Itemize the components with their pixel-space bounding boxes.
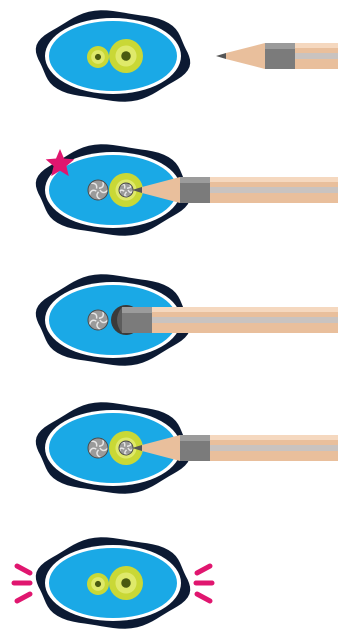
pencil-stripe (150, 317, 338, 323)
step-3 (36, 274, 338, 365)
pencil-lead (216, 53, 226, 59)
small-hole-center (95, 581, 101, 587)
large-hole-center (121, 578, 131, 588)
pencil-ferrule-shine (180, 177, 210, 183)
large-hole-center (121, 51, 131, 61)
pencil-ferrule-shine (122, 307, 152, 313)
burst-line (17, 566, 30, 573)
pencil-ferrule-shine (265, 43, 295, 49)
pencil-stripe (208, 445, 338, 451)
step-4 (36, 402, 338, 493)
step-2 (36, 144, 338, 235)
burst-line (197, 566, 210, 573)
pencil-stripe (293, 53, 338, 59)
pencil-highlight (293, 43, 338, 48)
burst-line (197, 594, 210, 601)
pencil-ferrule-shine (180, 435, 210, 441)
burst-line (17, 594, 30, 601)
step-5 (14, 537, 212, 628)
step-1 (36, 10, 338, 101)
pencil-highlight (208, 177, 338, 182)
pencil-cone (226, 43, 265, 69)
pencil-highlight (150, 307, 338, 312)
pencil-stripe (208, 187, 338, 193)
small-hole-center (95, 54, 101, 60)
pencil-highlight (208, 435, 338, 440)
